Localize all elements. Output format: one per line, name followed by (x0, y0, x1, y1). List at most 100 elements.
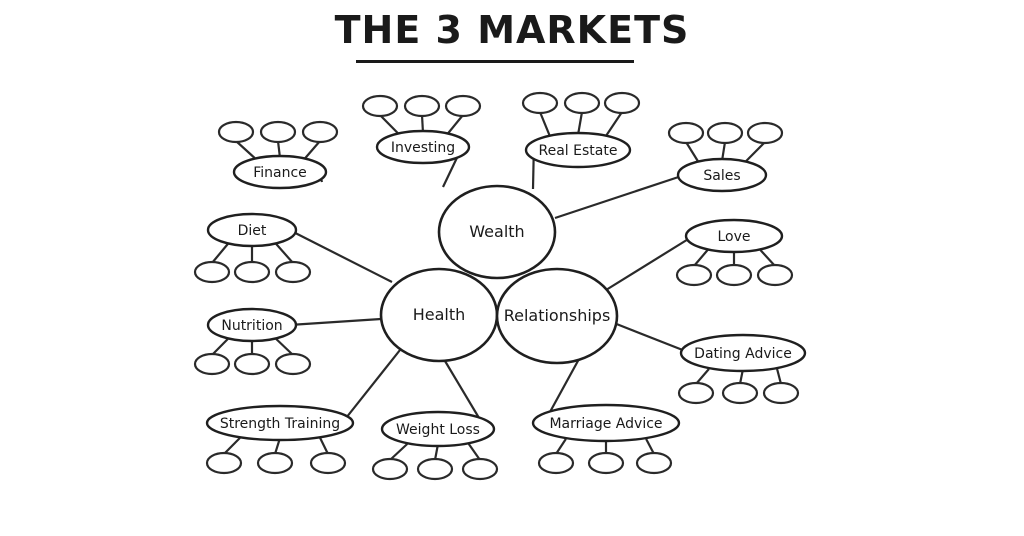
branch-ellipse (380, 410, 496, 448)
empty-leaf-bubble (274, 352, 312, 376)
empty-leaf-bubble (233, 352, 271, 376)
hub-circle (495, 267, 619, 365)
empty-leaf-bubble (361, 94, 399, 118)
empty-leaf-bubble (537, 451, 575, 475)
branch-label: Strength Training (220, 416, 340, 432)
empty-leaf-bubble (521, 91, 559, 115)
branch-ellipse (531, 403, 681, 443)
leaf-stem (235, 140, 256, 159)
leaf-stem (693, 249, 709, 267)
empty-leaf-bubble (756, 263, 794, 287)
empty-leaf-bubble (603, 91, 641, 115)
empty-leaf-bubble (403, 94, 441, 118)
branch-ellipse (524, 131, 632, 169)
leaf-stem (776, 368, 783, 385)
empty-leaf-bubble (706, 121, 744, 145)
diagram-title: THE 3 MARKETS (334, 8, 690, 52)
empty-leaf-bubble (762, 381, 800, 405)
leaf-stem (211, 243, 229, 264)
branch-node-sales: Sales (676, 157, 768, 193)
leaf-stem (605, 111, 623, 136)
connector-wealth-sales (554, 173, 685, 220)
empty-leaf-bubble (635, 451, 673, 475)
leaf-stem (695, 368, 710, 385)
empty-leaf-bubble (715, 263, 753, 287)
leaf-stem (467, 443, 481, 461)
leaf-stem (389, 443, 408, 461)
branch-ellipse (232, 154, 328, 190)
leaf-stem (759, 249, 776, 267)
empty-leaf-bubble (371, 457, 409, 481)
branch-label: Love (717, 229, 750, 245)
hub-node-health: Health (379, 267, 499, 363)
branch-ellipse (684, 218, 784, 254)
leaf-stem (223, 437, 241, 455)
branch-label: Sales (703, 168, 740, 184)
leaf-stem (275, 243, 294, 264)
branch-label: Diet (238, 223, 267, 239)
leaf-stem (211, 338, 229, 356)
branch-ellipse (206, 307, 298, 343)
empty-leaf-bubble (274, 260, 312, 284)
branch-ellipse (679, 333, 807, 373)
connector-relationships-love (605, 235, 694, 291)
hub-label: Relationships (504, 306, 611, 325)
branch-node-nutrition: Nutrition (206, 307, 298, 343)
branch-ellipse (676, 157, 768, 193)
leaf-stem (645, 438, 655, 455)
leaf-stem (447, 114, 464, 134)
leaf-stem (745, 141, 766, 162)
branch-label: Real Estate (539, 143, 618, 159)
empty-leaf-bubble (309, 451, 347, 475)
empty-leaf-bubble (233, 260, 271, 284)
leaf-stem (576, 111, 584, 136)
empty-leaf-bubble (587, 451, 625, 475)
hub-label: Wealth (469, 222, 524, 241)
empty-leaf-bubble (721, 381, 759, 405)
branch-label: Finance (253, 165, 307, 181)
branch-node-marriage-advice: Marriage Advice (531, 403, 681, 443)
empty-leaf-bubble (746, 121, 784, 145)
branch-ellipse (205, 404, 355, 442)
empty-leaf-bubble (205, 451, 243, 475)
branch-node-dating-advice: Dating Advice (679, 333, 807, 373)
title-underline (356, 60, 634, 63)
empty-leaf-bubble (217, 120, 255, 144)
connector-relationships-dating-advice (613, 321, 691, 355)
hub-node-wealth: Wealth (437, 184, 557, 280)
branch-label: Marriage Advice (549, 416, 662, 432)
branch-ellipse (206, 212, 298, 248)
empty-leaf-bubble (444, 94, 482, 118)
branch-node-finance: Finance (232, 154, 328, 190)
branch-node-diet: Diet (206, 212, 298, 248)
branch-node-real-estate: Real Estate (524, 131, 632, 169)
leaf-stem (538, 111, 551, 136)
empty-leaf-bubble (193, 352, 231, 376)
empty-leaf-bubble (259, 120, 297, 144)
branch-node-strength-training: Strength Training (205, 404, 355, 442)
leaf-stem (319, 437, 329, 455)
empty-leaf-bubble (461, 457, 499, 481)
hub-circle (437, 184, 557, 280)
empty-leaf-bubble (193, 260, 231, 284)
connector-health-diet (288, 229, 393, 283)
leaf-stem (555, 438, 567, 455)
leaf-stem (275, 338, 294, 356)
empty-leaf-bubble (667, 121, 705, 145)
connector-health-strength-training (341, 349, 401, 424)
branch-label: Investing (391, 140, 455, 156)
leaf-stem (379, 114, 399, 134)
empty-leaf-bubble (256, 451, 294, 475)
connector-health-nutrition (289, 317, 382, 327)
branch-label: Nutrition (221, 318, 282, 334)
branch-ellipse (375, 129, 471, 165)
empty-leaf-bubble (675, 263, 713, 287)
branch-label: Weight Loss (396, 422, 480, 438)
hub-label: Health (413, 305, 466, 324)
branch-label: Dating Advice (694, 346, 792, 362)
branch-node-investing: Investing (375, 129, 471, 165)
empty-leaf-bubble (416, 457, 454, 481)
leaf-stem (304, 140, 321, 159)
empty-leaf-bubble (301, 120, 339, 144)
